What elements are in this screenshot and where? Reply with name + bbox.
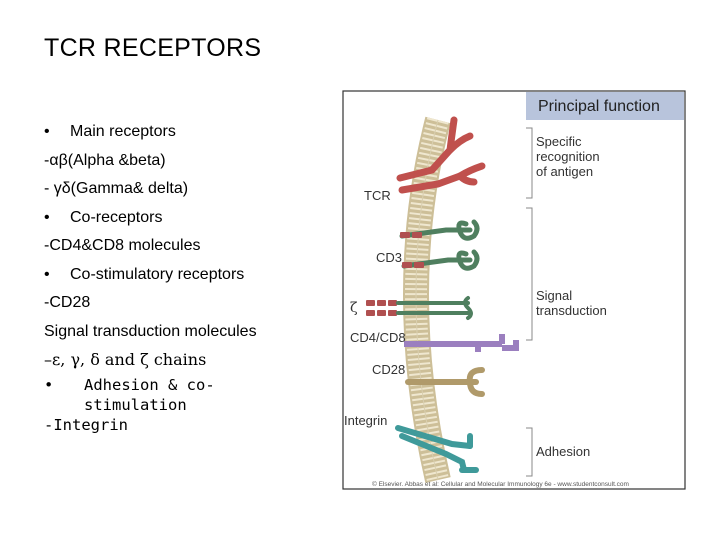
item-integrin: -Integrin bbox=[44, 415, 128, 434]
item-alpha-beta: -αβ(Alpha &beta) bbox=[44, 151, 166, 169]
figure-frame bbox=[342, 90, 686, 490]
item-signal-transduction: Signal transduction molecules bbox=[44, 322, 257, 340]
bullet-mark: • bbox=[44, 265, 50, 283]
header-title: Principal function bbox=[538, 98, 660, 115]
label-tcr: TCR bbox=[364, 188, 391, 203]
cd4-cd8-coreceptor bbox=[404, 334, 519, 352]
function-signal-1: Signal bbox=[536, 288, 572, 303]
function-specific-1: Specific bbox=[536, 134, 582, 149]
bullet-text: Adhesion & co- bbox=[84, 375, 215, 394]
label-cd3: CD3 bbox=[376, 250, 402, 265]
function-adhesion: Adhesion bbox=[536, 444, 590, 459]
tcr-receptor bbox=[396, 116, 486, 194]
copyright-line: © Elsevier. Abbas et al: Cellular and Mo… bbox=[372, 480, 629, 488]
bullet-text: Main receptors bbox=[70, 123, 176, 140]
bullet-text-cont: stimulation bbox=[84, 395, 187, 414]
header-bg bbox=[526, 92, 684, 120]
item-gamma-delta: - γδ(Gamma& delta) bbox=[44, 180, 189, 197]
item-cd4-cd8: -CD4&CD8 molecules bbox=[44, 237, 201, 254]
item-chains: –ε, γ, δ and ζ chains bbox=[44, 350, 207, 369]
receptor-figure: Principal function Specific recognition … bbox=[342, 90, 686, 490]
bullet-co-stimulatory: • Co-stimulatory receptors bbox=[44, 261, 344, 290]
label-cd28: CD28 bbox=[372, 362, 405, 377]
function-signal-2: transduction bbox=[536, 303, 607, 318]
bullet-mark: • bbox=[44, 208, 50, 226]
label-cd4-cd8: CD4/CD8 bbox=[350, 330, 406, 345]
bullet-main-receptors: • Main receptors bbox=[44, 118, 344, 147]
bullet-list: • Main receptors -αβ(Alpha &beta) - γδ(Ga… bbox=[44, 118, 344, 435]
label-integrin: Integrin bbox=[344, 413, 387, 428]
bullet-text: Co-stimulatory receptors bbox=[70, 265, 245, 283]
bullet-co-receptors: • Co-receptors bbox=[44, 204, 344, 233]
bullet-adhesion: • Adhesion & co- stimulation -Integrin bbox=[44, 375, 344, 435]
bullet-mark: • bbox=[44, 375, 54, 394]
cd3-itam-segments bbox=[400, 232, 424, 268]
bullet-mark: • bbox=[44, 123, 50, 140]
function-specific-2: recognition bbox=[536, 149, 600, 164]
bullet-text: Co-receptors bbox=[70, 208, 163, 226]
cd28-receptor bbox=[405, 367, 485, 397]
cell-membrane bbox=[403, 116, 451, 483]
function-brackets bbox=[526, 127, 533, 477]
label-zeta: ζ bbox=[350, 300, 358, 316]
slide-title: TCR RECEPTORS bbox=[44, 34, 262, 62]
function-specific-3: of antigen bbox=[536, 164, 593, 179]
receptor-diagram: Principal function Specific recognition … bbox=[342, 90, 686, 490]
item-cd28: -CD28 bbox=[44, 294, 91, 311]
integrin-receptor bbox=[395, 425, 479, 473]
zeta-chains bbox=[366, 296, 473, 320]
